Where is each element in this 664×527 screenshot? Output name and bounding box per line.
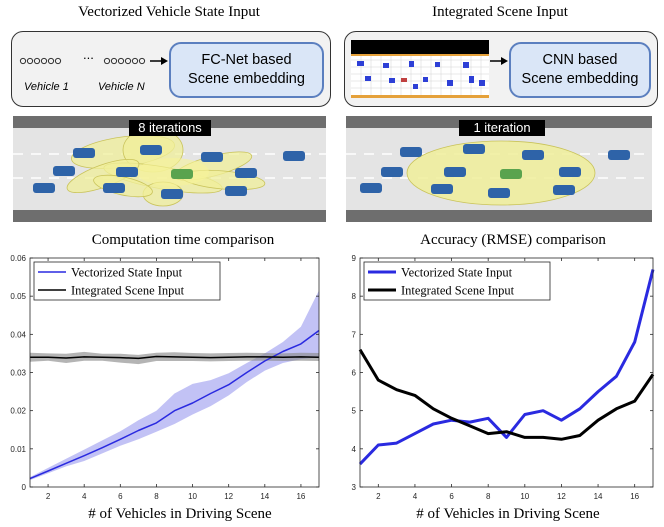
x-tick-label: 4 [413, 492, 418, 501]
x-tick-label: 6 [449, 492, 454, 501]
x-tick-label: 12 [557, 492, 566, 501]
cnn-line-2: Scene embedding [521, 71, 639, 87]
x-tick-label: 16 [296, 492, 305, 501]
y-tick-label: 0 [22, 483, 27, 492]
series-1-line [358, 269, 655, 466]
y-tick-label: 9 [352, 254, 357, 263]
right-road-scene: 1 iteration [346, 116, 652, 222]
y-tick-label: 8 [352, 292, 357, 301]
x-tick-label: 8 [486, 492, 491, 501]
x-tick-label: 8 [154, 492, 159, 501]
legend-label-1: Vectorized State Input [401, 266, 513, 280]
y-tick-label: 0.01 [10, 445, 26, 454]
vehicle-state-dots [18, 54, 168, 68]
computation-time-chart: 2 4 6 8 10 12 14 16 0 0.01 0.02 0.03 0.04 0.05 0.06Vec… [10, 254, 320, 501]
legend-label-2: Integrated Scene Input [71, 284, 185, 298]
right-top-title: Integrated Scene Input [432, 4, 568, 20]
series-1-confidence-band [30, 290, 319, 481]
cnn-line-1: CNN based [542, 52, 618, 68]
y-tick-label: 4 [352, 445, 357, 454]
y-tick-label: 0.04 [10, 330, 26, 339]
x-tick-label: 14 [260, 492, 269, 501]
series-2-line [30, 355, 320, 360]
scene-grid-image [351, 40, 489, 98]
y-tick-label: 7 [352, 330, 357, 339]
arrow-icon [150, 57, 168, 65]
legend-label-1: Vectorized State Input [71, 266, 183, 280]
y-tick-label: 0.03 [10, 369, 26, 378]
vehicle-dots-separator: ... [83, 47, 94, 62]
y-tick-label: 6 [352, 369, 357, 378]
x-tick-label: 2 [376, 492, 381, 501]
vehicle-n-label: Vehicle N [98, 81, 145, 93]
legend-box [363, 261, 551, 301]
left-road-drawing [13, 127, 326, 207]
series-2-confidence-band [30, 351, 319, 365]
vehicle-1-label: Vehicle 1 [24, 81, 69, 93]
series-2-line [358, 348, 655, 441]
x-tick-label: 4 [82, 492, 87, 501]
right-iterations-banner: 1 iteration [459, 120, 545, 136]
chart-1-xlabel: # of Vehicles in Driving Scene [88, 506, 272, 522]
chart-1-title: Computation time comparison [91, 232, 275, 248]
x-tick-label: 16 [630, 492, 639, 501]
chart-2-title: Accuracy (RMSE) comparison [420, 232, 606, 248]
left-iterations-banner: 8 iterations [129, 120, 211, 136]
state-vector-dots-icon [19, 57, 146, 65]
left-road-scene: 8 iterations [13, 116, 326, 222]
y-tick-label: 0.05 [10, 292, 26, 301]
series-1-line [29, 329, 320, 480]
right-road-drawing [346, 140, 652, 206]
x-tick-label: 2 [46, 492, 51, 501]
left-top-title: Vectorized Vehicle State Input [78, 4, 260, 20]
y-tick-label: 0.02 [10, 407, 26, 416]
x-tick-label: 10 [188, 492, 197, 501]
arrow-icon [490, 57, 508, 65]
chart-2-xlabel: # of Vehicles in Driving Scene [416, 506, 600, 522]
legend-label-2: Integrated Scene Input [401, 284, 515, 298]
legend-box [33, 261, 221, 301]
fcnet-line-2: Scene embedding [188, 71, 305, 87]
x-tick-label: 6 [118, 492, 123, 501]
fcnet-line-1: FC-Net based [201, 52, 292, 68]
y-tick-label: 5 [352, 407, 357, 416]
y-tick-label: 0.06 [10, 254, 26, 263]
x-tick-label: 10 [520, 492, 529, 501]
x-tick-label: 12 [224, 492, 233, 501]
x-tick-label: 14 [594, 492, 603, 501]
y-tick-label: 3 [352, 483, 357, 492]
